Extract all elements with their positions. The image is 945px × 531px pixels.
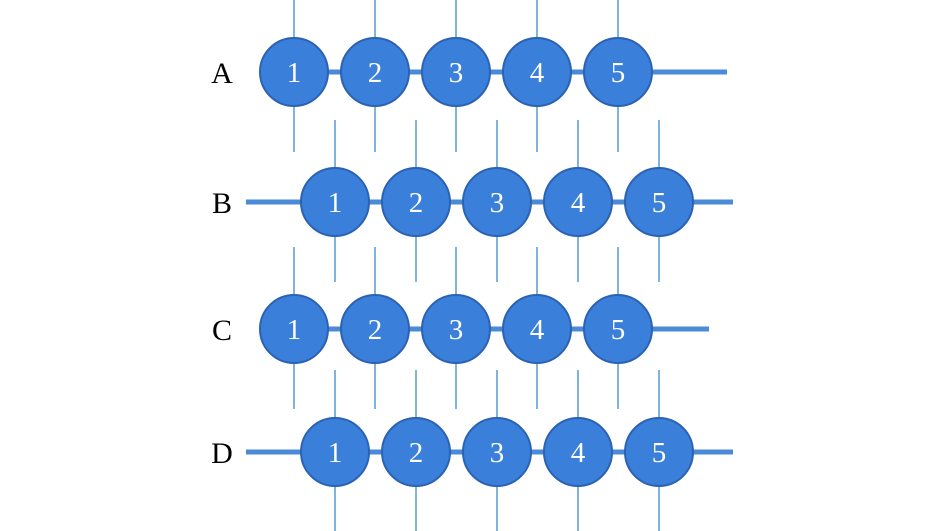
bead: 2 (340, 37, 410, 107)
bead: 3 (421, 37, 491, 107)
bead-number: 3 (490, 187, 505, 219)
bead: 4 (543, 167, 613, 237)
bead-number: 2 (409, 187, 424, 219)
bead-number: 1 (287, 314, 302, 346)
bead-circle (543, 417, 613, 487)
bead-row-d: D 1 2 3 4 5 (211, 417, 733, 487)
bead: 4 (543, 417, 613, 487)
row-label: B (212, 187, 232, 220)
bead: 4 (502, 37, 572, 107)
bead-number: 2 (368, 57, 383, 89)
bead-number: 5 (611, 57, 626, 89)
bead-row-a: A 1 2 3 4 5 (211, 37, 727, 107)
bead: 2 (381, 167, 451, 237)
bead-circle (462, 417, 532, 487)
bead-circle (502, 294, 572, 364)
bead: 5 (583, 294, 653, 364)
bead-circle (300, 167, 370, 237)
bead-number: 4 (530, 314, 545, 346)
bead: 1 (259, 37, 329, 107)
bead-circle (340, 294, 410, 364)
bead-circle (300, 417, 370, 487)
bead: 2 (381, 417, 451, 487)
bead-number: 4 (530, 57, 545, 89)
bead: 5 (624, 417, 694, 487)
bead: 1 (259, 294, 329, 364)
bead-circle (624, 417, 694, 487)
row-label: D (211, 437, 233, 470)
bead-number: 2 (368, 314, 383, 346)
bead-circle (421, 37, 491, 107)
bead: 3 (462, 167, 532, 237)
bead-number: 3 (449, 57, 464, 89)
row-label: C (212, 314, 232, 347)
bead-circle (259, 37, 329, 107)
vertical-ticks (293, 0, 660, 531)
bead: 2 (340, 294, 410, 364)
bead-circle (381, 167, 451, 237)
bead-number: 2 (409, 437, 424, 469)
bead-circle (502, 37, 572, 107)
bead-number: 5 (611, 314, 626, 346)
bead-circle (583, 37, 653, 107)
bead: 1 (300, 167, 370, 237)
bead: 3 (462, 417, 532, 487)
bead: 4 (502, 294, 572, 364)
bead-number: 1 (328, 437, 343, 469)
row-label: A (211, 57, 233, 90)
bead-circle (624, 167, 694, 237)
bead-number: 5 (652, 187, 667, 219)
bead: 5 (624, 167, 694, 237)
bead-circle (421, 294, 491, 364)
bead-row-b: B 1 2 3 4 5 (212, 167, 733, 237)
bead-circle (543, 167, 613, 237)
bead-number: 4 (571, 187, 586, 219)
bead: 1 (300, 417, 370, 487)
bead-number: 4 (571, 437, 586, 469)
bead-circle (340, 37, 410, 107)
bead-circle (583, 294, 653, 364)
bead: 5 (583, 37, 653, 107)
bead-number: 3 (490, 437, 505, 469)
bead-number: 5 (652, 437, 667, 469)
bead-circle (259, 294, 329, 364)
bead-number: 3 (449, 314, 464, 346)
bead-number: 1 (328, 187, 343, 219)
bead-circle (462, 167, 532, 237)
bead-circle (381, 417, 451, 487)
bead: 3 (421, 294, 491, 364)
bead-row-c: C 1 2 3 4 5 (212, 294, 709, 364)
bead-number: 1 (287, 57, 302, 89)
